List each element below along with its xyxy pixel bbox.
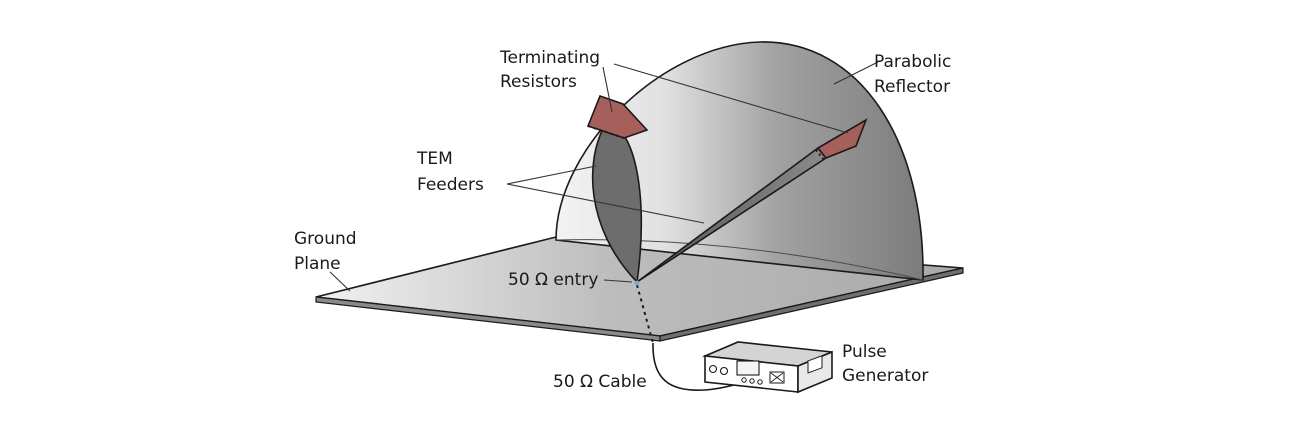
terminating-resistor-left — [586, 94, 649, 139]
label-cable: 50 Ω Cable — [553, 372, 647, 392]
label-entry: 50 Ω entry — [508, 270, 598, 290]
parabolic-reflector — [555, 41, 924, 281]
label-pulse-generator: Pulse Generator — [842, 342, 928, 386]
label-parabolic-reflector: Parabolic Reflector — [874, 52, 957, 97]
label-ground-plane: Ground Plane — [294, 229, 362, 274]
label-tem-feeders: TEM Feeders — [416, 149, 484, 195]
leader-lines — [329, 61, 879, 292]
label-terminating-resistors: Terminating Resistors — [499, 48, 605, 92]
pulse-generator-box — [701, 341, 833, 394]
entry-point-marker — [634, 280, 640, 286]
terminating-resistor-right — [815, 118, 868, 161]
